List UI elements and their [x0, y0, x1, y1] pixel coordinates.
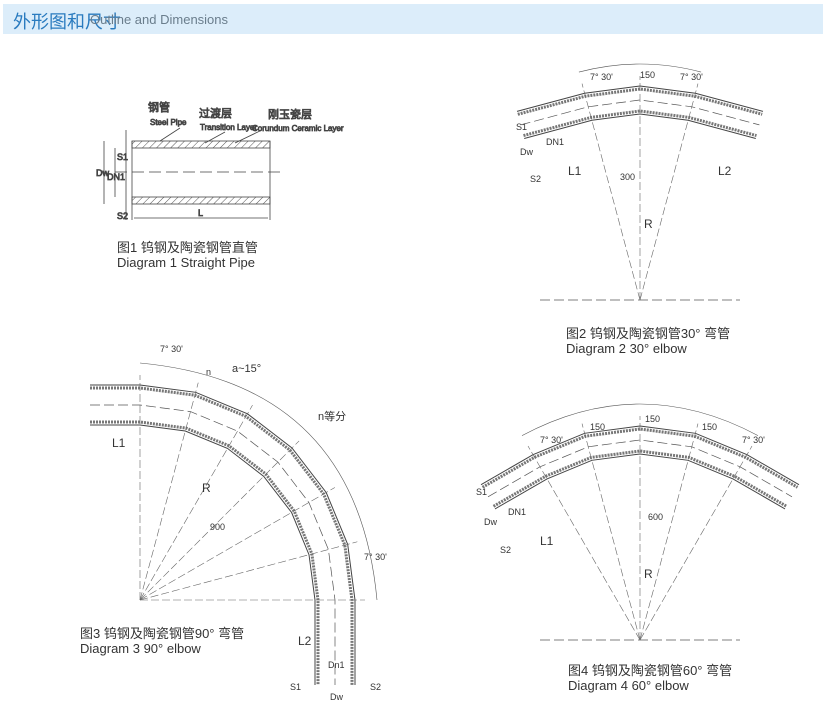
header-title-cn: 外形图和尺寸: [13, 12, 121, 32]
diagram3-caption: 图3 钨钢及陶瓷钢管90° 弯管 Diagram 3 90° elbow: [80, 626, 244, 656]
d4-angle-right: 7° 30': [742, 435, 765, 445]
d4-dw: Dw: [484, 517, 497, 527]
dimension-arc: [139, 362, 378, 601]
section-header: 外形图和尺寸 Outline and Dimensions: [3, 4, 823, 34]
d2-300: 300: [620, 172, 635, 182]
diagram3-caption-en: Diagram 3 90° elbow: [80, 641, 201, 656]
radial-line: [139, 440, 300, 601]
pipe-liner: [517, 87, 763, 116]
diagram4-caption-en: Diagram 4 60° elbow: [568, 678, 689, 693]
elbow-30-drawing: [516, 63, 764, 301]
pipe-centerline: [520, 99, 760, 126]
d3-dn1: Dn1: [328, 660, 345, 670]
radial-line: [527, 445, 641, 641]
dimension-arc: [521, 403, 759, 436]
d4-dn1: DN1: [508, 507, 526, 517]
diagram1-caption-en: Diagram 1 Straight Pipe: [117, 255, 256, 270]
d4-angle-left: 7° 30': [540, 435, 563, 445]
d3-angle: 7° 30': [160, 344, 183, 354]
d4-seg3: 150: [702, 422, 717, 432]
radial-line: [639, 445, 753, 641]
d2-dn1: DN1: [546, 137, 564, 147]
d4-radius: R: [644, 567, 653, 581]
radial-line: [139, 382, 199, 601]
dn1-label: DN1: [107, 172, 125, 182]
d4-l1: L1: [540, 534, 554, 548]
d3-radius: R: [202, 481, 211, 495]
pipe-centerline: [90, 404, 336, 685]
d2-angle-left: 7° 30': [590, 72, 613, 82]
diagram4-caption-cn: 图4 钨钢及陶瓷钢管60° 弯管: [568, 663, 733, 678]
d3-900: 900: [210, 522, 225, 532]
d3-l2: L2: [298, 634, 312, 648]
d3-s2: S2: [370, 682, 381, 692]
diagram2-caption: 图2 钨钢及陶瓷钢管30° 弯管 Diagram 2 30° elbow: [566, 326, 730, 356]
diagram4-caption: 图4 钨钢及陶瓷钢管60° 弯管 Diagram 4 60° elbow: [568, 663, 732, 693]
d3-l1: L1: [112, 436, 126, 450]
transition-label-en: Transition Layer: [200, 123, 257, 132]
d3-a: a~15°: [232, 363, 261, 375]
steel-pipe-label-en: Steel Pipe: [150, 118, 187, 127]
elbow-90-drawing: [90, 362, 378, 685]
dimension-arc: [578, 63, 702, 73]
d3-dw: Dw: [330, 692, 343, 702]
elbow-labels: 7° 30' 150 7° 30' L1 L2 R 300 S1 DN1 Dw …: [112, 70, 765, 702]
diagram1-caption-cn: 图1 钨钢及陶瓷钢管直管: [117, 240, 258, 255]
d3-s1: S1: [290, 682, 301, 692]
d3-angle2: 7° 30': [364, 552, 387, 562]
radial-line: [139, 404, 253, 601]
length-label: L: [198, 208, 203, 218]
d4-seg2: 150: [645, 414, 660, 424]
radial-line: [139, 541, 358, 601]
steel-pipe-label-cn: 钢管: [148, 100, 170, 114]
d4-s1: S1: [476, 487, 487, 497]
dw-label: Dw: [96, 168, 109, 178]
diagram2-caption-en: Diagram 2 30° elbow: [566, 341, 687, 356]
d2-dw: Dw: [520, 147, 533, 157]
header-title-en: Outline and Dimensions: [90, 12, 229, 27]
s2-label: S2: [117, 211, 128, 221]
corundum-label-en: Corundum Ceramic Layer: [252, 124, 344, 133]
pipe-liner: [523, 109, 757, 138]
pipe-wall: [90, 424, 316, 685]
pipe-wall: [524, 113, 756, 139]
d4-s2: S2: [500, 545, 511, 555]
d3-n: n: [206, 367, 211, 377]
s1-label: S1: [117, 152, 128, 162]
corundum-label-cn: 刚玉瓷层: [268, 107, 312, 121]
transition-label-cn: 过渡层: [199, 106, 232, 120]
d4-seg1: 150: [590, 422, 605, 432]
diagram2-caption-cn: 图2 钨钢及陶瓷钢管30° 弯管: [566, 326, 731, 341]
radial-line: [581, 83, 641, 301]
radial-line: [139, 487, 336, 601]
d2-angle-right: 7° 30': [680, 72, 703, 82]
d2-segment: 150: [640, 70, 655, 80]
d2-l2: L2: [718, 164, 732, 178]
radial-line: [639, 423, 699, 641]
d2-s1: S1: [516, 122, 527, 132]
d4-600: 600: [648, 512, 663, 522]
d2-radius: R: [644, 217, 653, 231]
d2-s2: S2: [530, 174, 541, 184]
radial-line: [639, 83, 699, 301]
straight-pipe-drawing: 钢管 Steel Pipe 过渡层 Transition Layer 刚玉瓷层 …: [96, 100, 345, 222]
elbow-60-drawing: [480, 403, 800, 641]
radial-line: [581, 423, 641, 641]
pipe-wall: [494, 453, 786, 510]
d2-l1: L1: [568, 164, 582, 178]
d3-nparts: n等分: [318, 409, 346, 423]
diagram1-caption: 图1 钨钢及陶瓷钢管直管 Diagram 1 Straight Pipe: [117, 240, 258, 270]
diagram3-caption-cn: 图3 钨钢及陶瓷钢管90° 弯管: [80, 626, 245, 641]
